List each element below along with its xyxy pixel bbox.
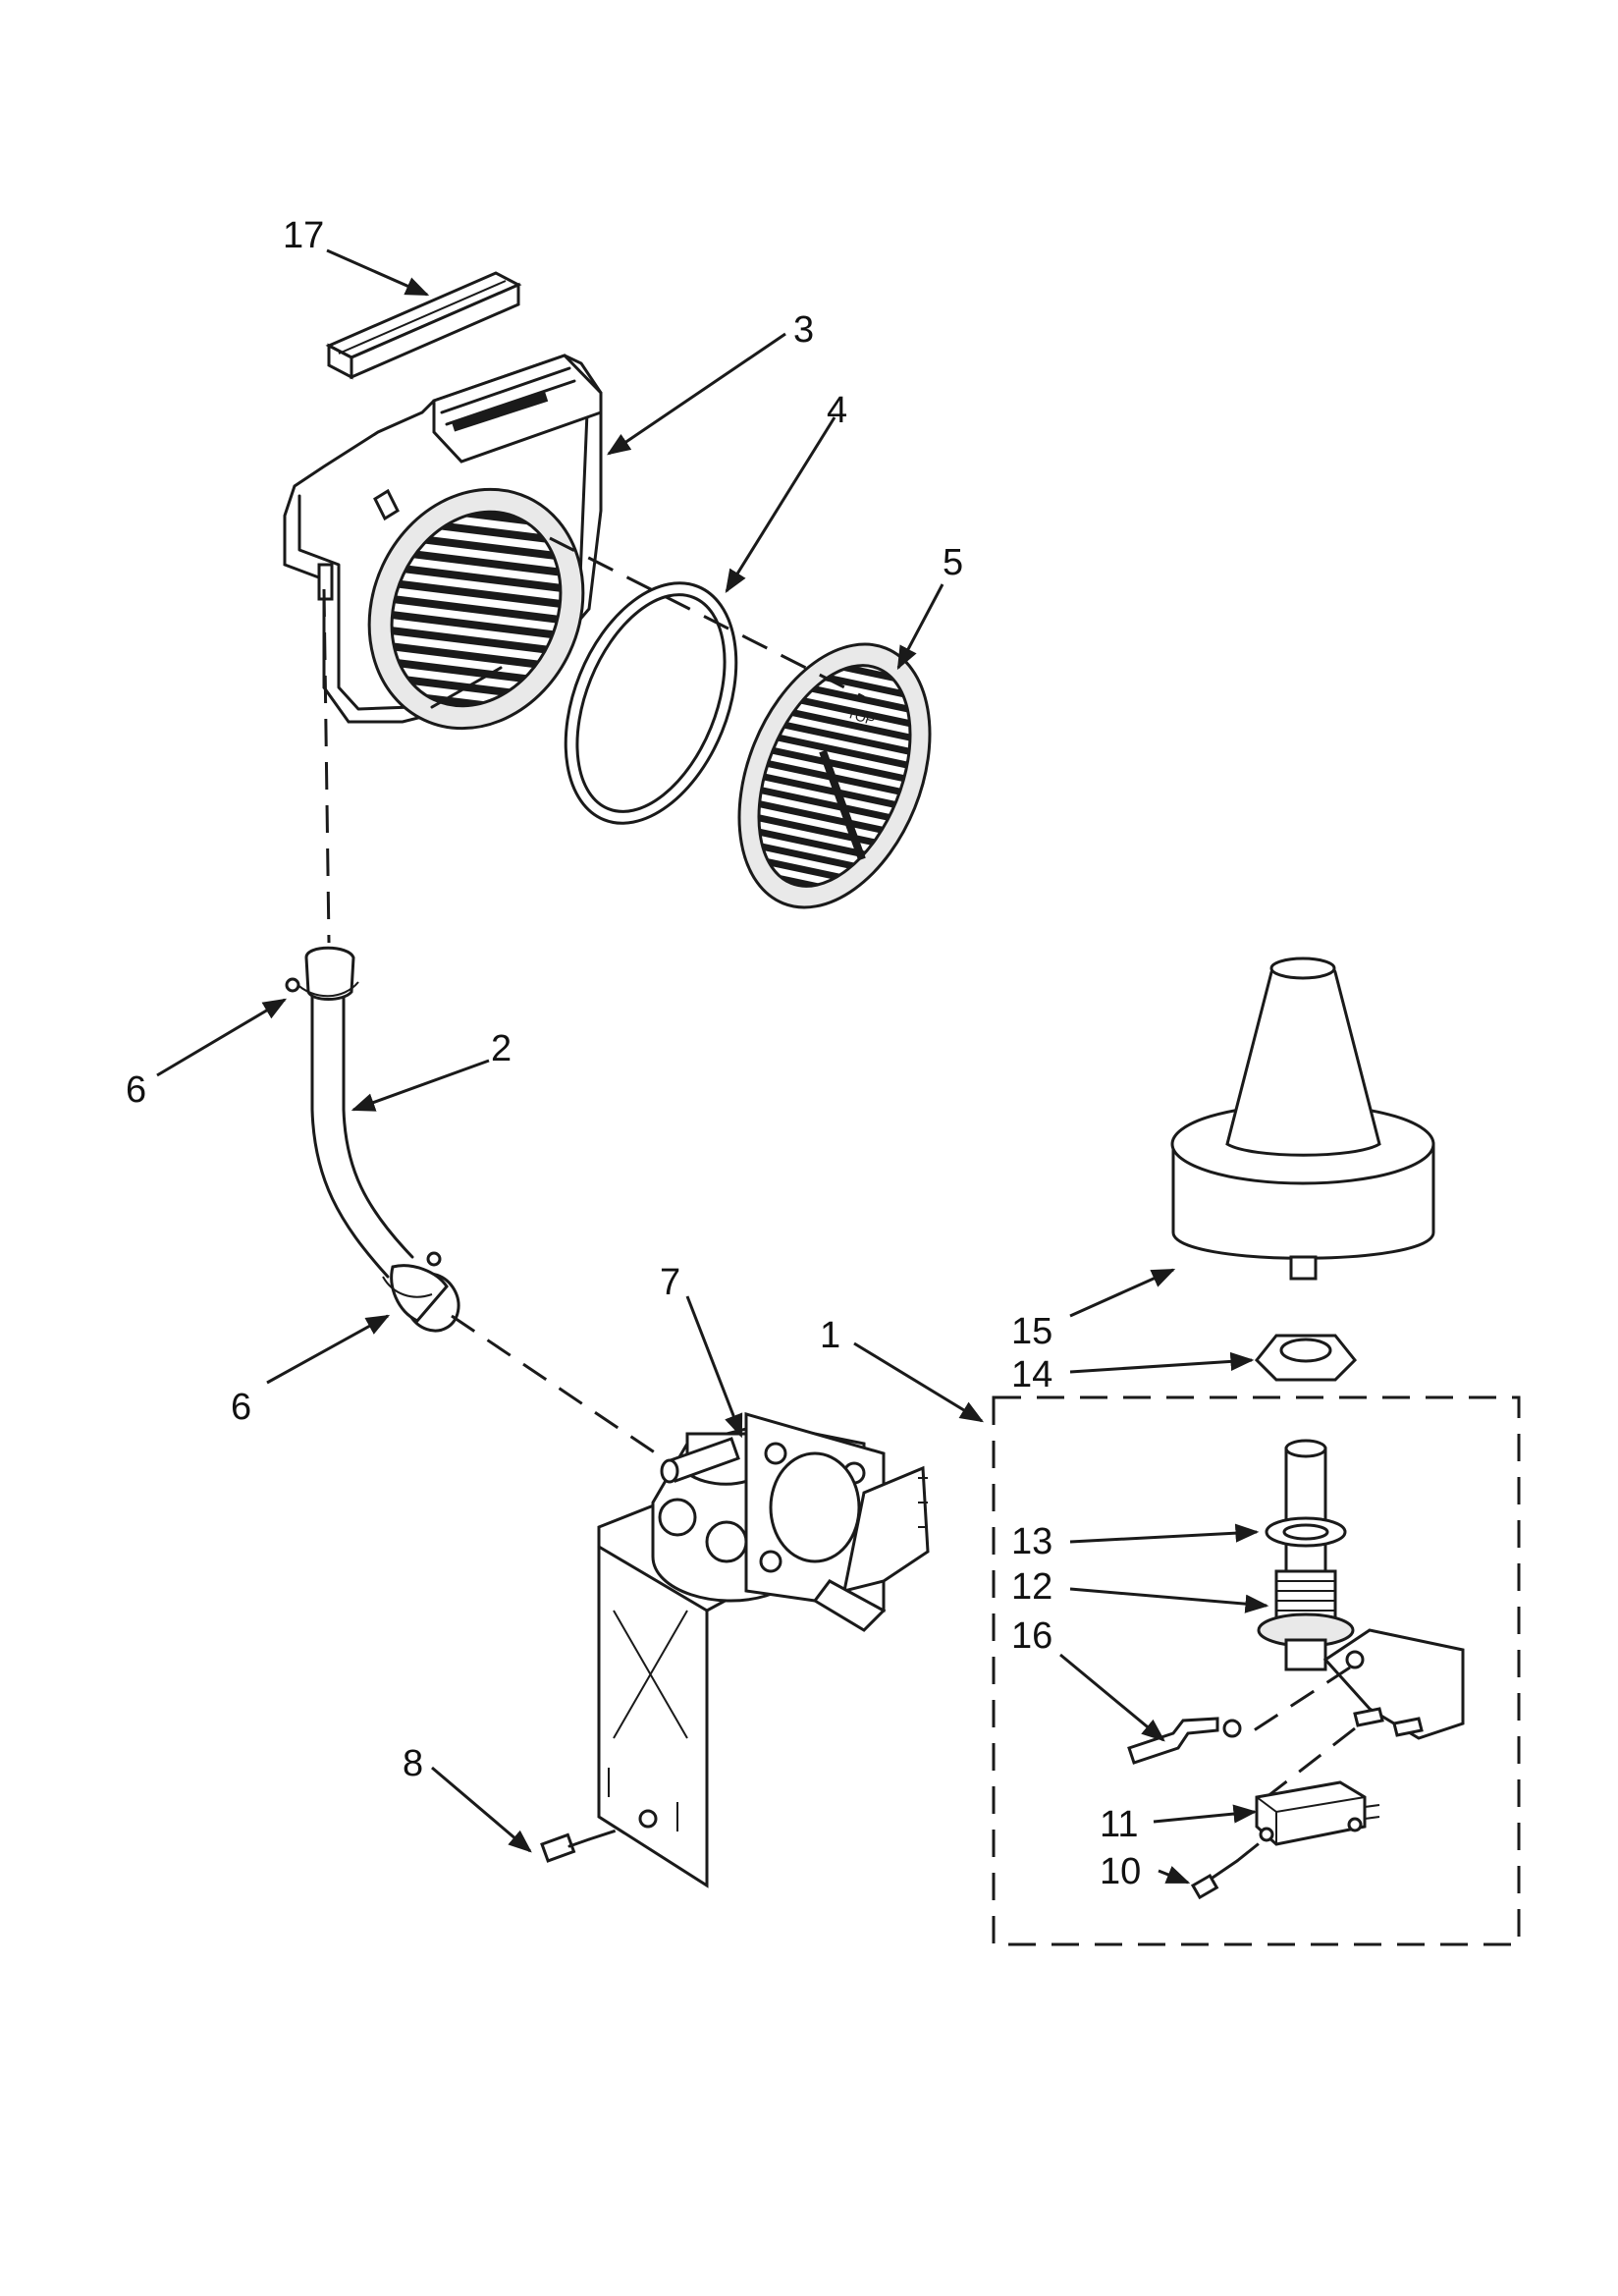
callout-12: 12 — [1011, 1566, 1052, 1608]
part-17-strip — [325, 271, 522, 380]
part-4-gasket — [564, 581, 738, 825]
callout-10: 10 — [1100, 1851, 1141, 1892]
alignment-line-vent — [549, 536, 865, 699]
callout-14: 14 — [1011, 1354, 1052, 1395]
callout-4: 4 — [827, 390, 847, 431]
part-16-lever — [1127, 1717, 1242, 1765]
callout-17: 17 — [283, 215, 324, 256]
part-3-vent-housing — [283, 354, 603, 731]
part-8-screw — [540, 1825, 629, 1863]
callout-5: 5 — [943, 542, 963, 583]
callout-11: 11 — [1100, 1804, 1138, 1845]
part-14-nut — [1254, 1334, 1358, 1382]
callout-3: 3 — [793, 309, 814, 351]
callout-6-lower: 6 — [231, 1387, 251, 1428]
part-7-water-valve — [597, 1412, 930, 1888]
part-15-float — [1170, 957, 1435, 1281]
part-12-13-stem — [1257, 1439, 1355, 1671]
callout-16: 16 — [1011, 1615, 1052, 1657]
callout-7: 7 — [660, 1262, 680, 1303]
leader-lines — [156, 248, 1269, 1885]
switch-bracket — [1241, 1628, 1465, 1799]
alignment-line-hose — [322, 588, 331, 944]
callout-15: 15 — [1011, 1311, 1052, 1352]
part-5-grille-cover: TOP — [737, 642, 932, 909]
alignment-line-valve — [451, 1314, 669, 1463]
callout-labels: 17 3 4 5 2 6 6 7 1 15 14 13 12 16 11 10 … — [126, 215, 1141, 1892]
callout-13: 13 — [1011, 1521, 1052, 1562]
part-11-microswitch — [1255, 1780, 1380, 1846]
part-2-hose — [285, 946, 460, 1333]
callout-2: 2 — [491, 1028, 512, 1069]
callout-8: 8 — [403, 1743, 423, 1784]
callout-1: 1 — [820, 1315, 840, 1356]
callout-6-upper: 6 — [126, 1069, 146, 1111]
part-10-screw — [1190, 1839, 1263, 1900]
part-1-kit-box — [992, 1395, 1521, 1946]
